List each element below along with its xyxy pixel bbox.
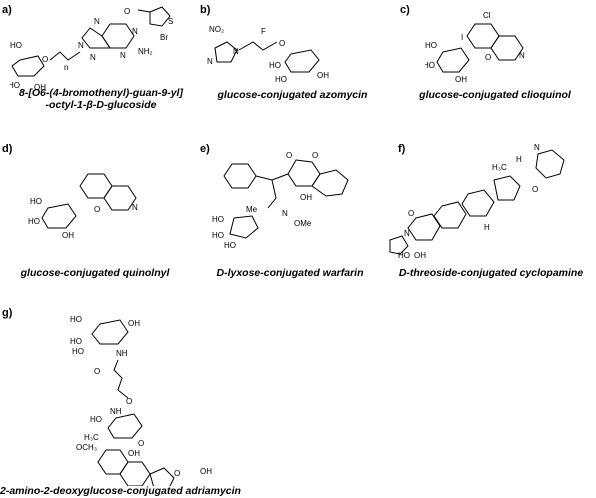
atom-label: HO — [10, 41, 22, 50]
atom-label: O — [485, 53, 491, 62]
caption: D-threoside-conjugated cyclopamine — [398, 267, 584, 279]
atom-label: O — [138, 439, 144, 448]
panel-label: g) — [2, 307, 13, 319]
atom-label: HO — [30, 197, 42, 206]
atom-label: OMe — [294, 219, 312, 228]
atom-label: HO — [275, 75, 287, 82]
atom-label: HO — [212, 215, 224, 224]
structure-c: Cl N I O HO HO OH — [425, 11, 525, 84]
structure-g: HO HO OH HO NH O O NH HO H₃C O OCH₃ OH O… — [70, 315, 212, 486]
atom-label: HO — [398, 251, 410, 258]
atom-label: HO — [10, 81, 20, 90]
atom-label: O — [312, 151, 318, 160]
atom-label: HO — [224, 241, 236, 250]
panel-label: d) — [2, 143, 13, 155]
atom-label: OH — [62, 231, 74, 240]
panel-label: c) — [400, 4, 410, 16]
atom-label: O — [94, 367, 100, 376]
atom-label: Cl — [483, 11, 491, 20]
atom-label: N — [207, 57, 213, 66]
atom-label: N — [132, 27, 138, 36]
caption: glucose-conjugated quinolnyl — [20, 267, 170, 279]
atom-label: OH — [128, 449, 140, 458]
atom-label: O — [94, 205, 100, 214]
atom-label: N — [120, 51, 126, 60]
atom-label: O — [124, 7, 130, 16]
atom-label: OH — [34, 83, 46, 92]
atom-label: O — [408, 209, 414, 218]
atom-label: HO — [28, 217, 40, 226]
atom-label: OCH₃ — [76, 443, 97, 452]
atom-label: N — [90, 53, 96, 62]
atom-label: O — [532, 185, 538, 194]
atom-label: OH — [317, 71, 329, 80]
atom-label: N — [282, 209, 288, 218]
structure-a: S Br O N N NH₂ N N N n O HO HO OH — [10, 6, 173, 92]
atom-label: H — [484, 223, 490, 232]
atom-label: I — [461, 33, 463, 42]
atom-label: OH — [414, 251, 426, 258]
atom-label: NH₂ — [138, 47, 153, 56]
atom-label: OH — [200, 467, 212, 476]
atom-label: OH — [300, 193, 312, 202]
caption: glucose-conjugated clioquinol — [419, 89, 571, 101]
structure-e: O O OH Me N OMe HO HO HO — [212, 151, 349, 250]
atom-label: N — [94, 17, 100, 26]
panel-label: b) — [200, 4, 211, 16]
atom-label: Br — [160, 33, 168, 42]
caption: glucose-conjugated azomycin — [217, 89, 368, 101]
atom-label: O — [174, 469, 180, 478]
atom-label: S — [168, 17, 173, 26]
atom-label: HO — [90, 415, 102, 424]
structure-f: N H H₃C O H N O HO OH — [389, 143, 565, 258]
atom-label: Me — [246, 205, 258, 214]
atom-label: O — [42, 55, 48, 64]
caption: D-lyxose-conjugated warfarin — [216, 267, 364, 279]
atom-label: O — [126, 397, 132, 406]
atom-label: N — [78, 41, 84, 50]
atom-label: H₃C — [492, 163, 507, 172]
atom-label: HO — [212, 231, 224, 240]
atom-label: N — [233, 47, 239, 56]
atom-label: HO — [72, 347, 84, 356]
atom-label: F — [261, 27, 266, 36]
atom-label: OH — [128, 319, 140, 328]
atom-label: H₃C — [84, 433, 99, 442]
atom-label: N — [534, 143, 540, 152]
atom-label: N — [404, 229, 410, 238]
panel-label: f) — [398, 143, 406, 155]
caption: 2-amino-2-deoxyglucose-conjugated adriam… — [0, 485, 241, 497]
caption: 8-[O6-(4-bromothenyl)-guan-9-yl] -octyl-… — [19, 87, 183, 111]
atom-label: O — [286, 151, 292, 160]
atom-label: HO — [269, 61, 281, 70]
structure-b: NO₂ N N F O HO HO OH — [207, 25, 329, 82]
atom-label: NH — [110, 407, 122, 416]
atom-label: NO₂ — [209, 25, 224, 34]
atom-label: H — [516, 155, 522, 164]
atom-label: OH — [455, 75, 467, 84]
atom-label: NH — [116, 349, 128, 358]
atom-label: n — [64, 63, 68, 72]
atom-label: N — [519, 51, 525, 60]
atom-label: HO — [70, 315, 82, 324]
panel-label: a) — [2, 4, 12, 16]
atom-label: N — [132, 203, 138, 212]
atom-label: HO — [425, 41, 437, 50]
structure-d: N O HO HO OH — [28, 173, 138, 240]
atom-label: HO — [425, 61, 435, 70]
panel-label: e) — [200, 143, 210, 155]
atom-label: HO — [70, 337, 82, 346]
atom-label: O — [279, 39, 285, 48]
